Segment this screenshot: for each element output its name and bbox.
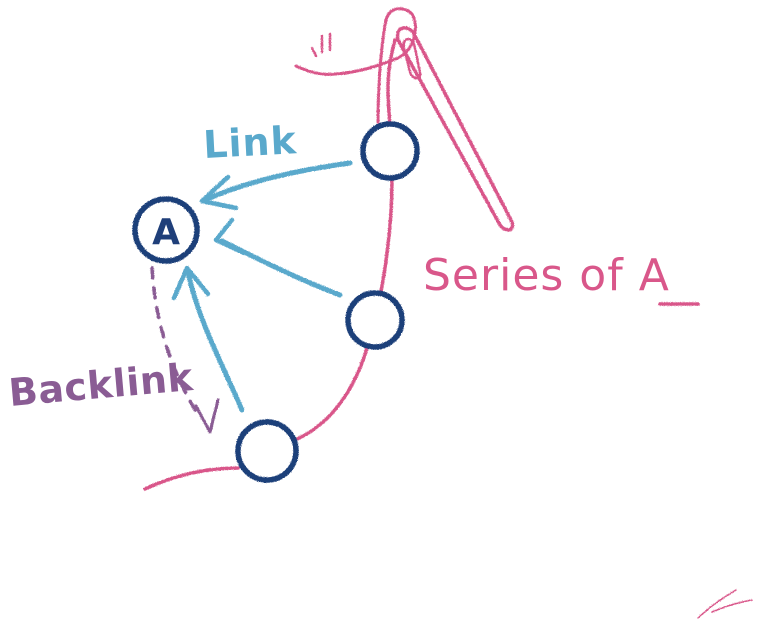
- node-a-label: A: [152, 212, 180, 253]
- link-arrow-middle: [213, 217, 343, 298]
- series-label-prefix: Series of: [423, 250, 639, 301]
- artist-signature-mark: [697, 589, 753, 619]
- link-arrow-bottom: [171, 265, 245, 413]
- node-series-2: [345, 290, 405, 350]
- series-label-target: A: [639, 250, 670, 301]
- node-series-3: [235, 419, 299, 483]
- backlink-label: Backlink: [7, 355, 195, 415]
- sewing-needle-icon: [395, 26, 515, 232]
- node-a: [132, 196, 200, 264]
- motion-marks: [310, 32, 332, 58]
- thread-tail: [294, 7, 417, 124]
- link-arrow-top: [199, 160, 353, 211]
- series-label: Series of A: [423, 250, 670, 301]
- node-series-1: [360, 121, 420, 181]
- backlink-arrow: [150, 266, 220, 434]
- thread-line: [143, 38, 397, 491]
- link-label: Link: [202, 118, 298, 167]
